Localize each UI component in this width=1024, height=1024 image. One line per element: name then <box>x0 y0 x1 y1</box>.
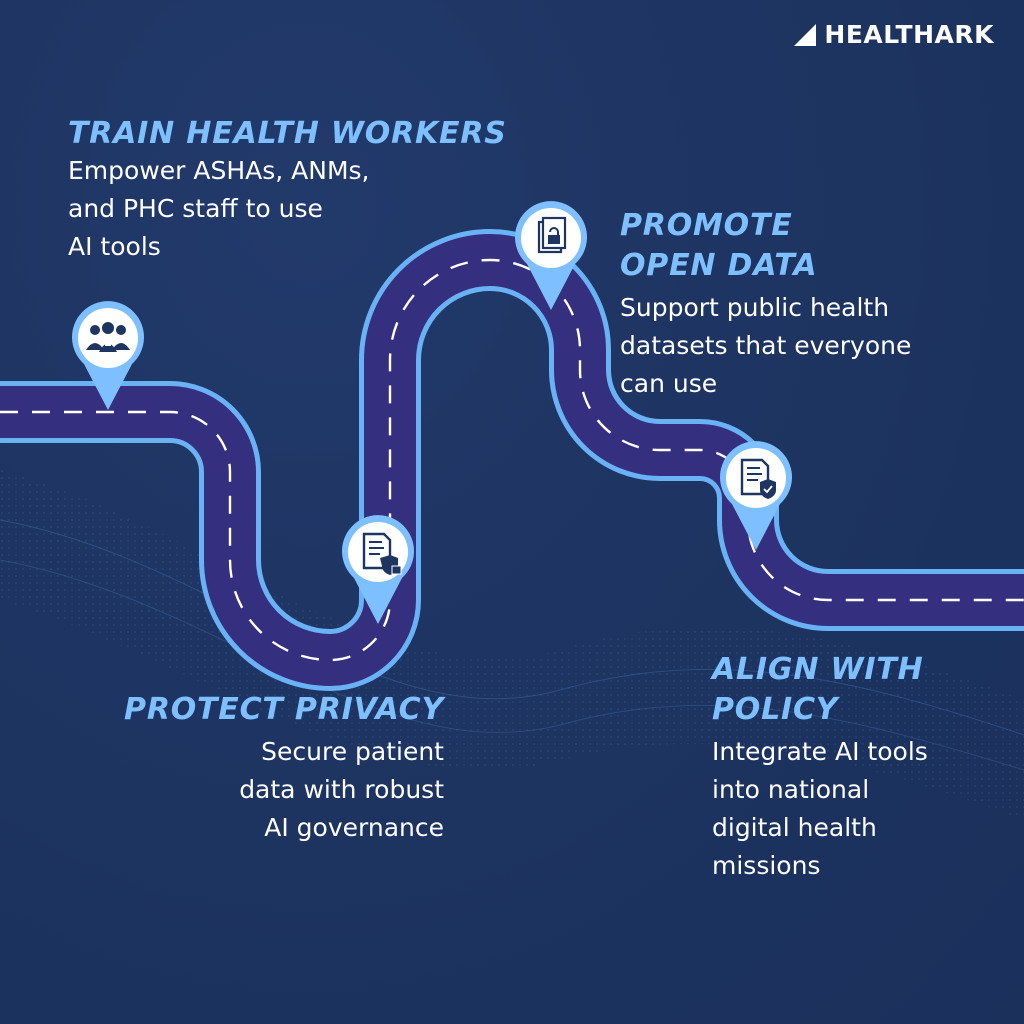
privacy-line-1: Secure patient <box>261 737 444 766</box>
opendata-line-1: Support public health <box>620 293 890 322</box>
privacy-description: Secure patient data with robust AI gover… <box>239 733 444 847</box>
secure-document-lock-icon <box>342 515 414 624</box>
policy-line-2: into national <box>712 775 870 804</box>
train-title: TRAIN HEALTH WORKERS <box>68 116 507 151</box>
wave-line-2 <box>0 559 1024 771</box>
train-line-3: AI tools <box>68 232 161 261</box>
train-line-2: and PHC staff to use <box>68 194 323 223</box>
opendata-title-line-2: OPEN DATA <box>620 248 818 283</box>
opendata-description: Support public health datasets that ever… <box>620 289 911 403</box>
policy-description: Integrate AI tools into national digital… <box>712 733 928 885</box>
brand-name: HEALTHARK <box>824 20 994 49</box>
policy-shield-document-icon <box>720 441 792 550</box>
opendata-line-3: can use <box>620 369 718 398</box>
policy-title-line-1: ALIGN WITH <box>712 652 924 687</box>
privacy-title: PROTECT PRIVACY <box>124 692 444 727</box>
opendata-title: PROMOTE OPEN DATA <box>620 206 817 286</box>
policy-title: ALIGN WITH POLICY <box>712 650 924 730</box>
brand-logo: HEALTHARK <box>794 20 994 49</box>
policy-title-line-2: POLICY <box>712 692 839 727</box>
policy-line-1: Integrate AI tools <box>712 737 928 766</box>
policy-line-4: missions <box>712 851 821 880</box>
health-workers-icon <box>72 301 144 410</box>
privacy-line-3: AI governance <box>264 813 444 842</box>
brand-triangle-icon <box>794 23 817 46</box>
train-line-1: Empower ASHAs, ANMs, <box>68 156 370 185</box>
opendata-line-2: datasets that everyone <box>620 331 912 360</box>
train-description: Empower ASHAs, ANMs, and PHC staff to us… <box>68 152 370 266</box>
policy-line-3: digital health <box>712 813 877 842</box>
opendata-title-line-1: PROMOTE <box>620 208 793 243</box>
privacy-line-2: data with robust <box>239 775 444 804</box>
unlocked-document-icon <box>515 201 587 310</box>
wave-texture <box>0 470 1024 820</box>
wave-line-1 <box>0 519 1024 736</box>
